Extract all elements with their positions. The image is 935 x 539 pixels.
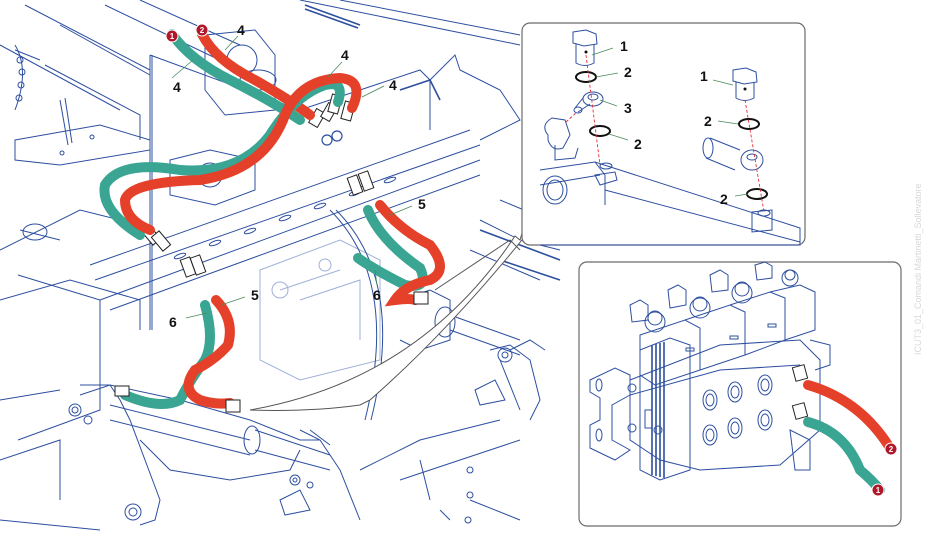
svg-text:2: 2 bbox=[200, 26, 205, 35]
label-bolt-left: 1 bbox=[620, 38, 628, 54]
fitting-lower-middle bbox=[225, 399, 241, 413]
valve-fitting-red bbox=[791, 364, 809, 382]
solenoid-coils bbox=[629, 261, 816, 386]
hose-5-red-right bbox=[375, 200, 445, 307]
hose-2-badge-main: 2 bbox=[195, 23, 209, 37]
label-bolt-right: 1 bbox=[700, 68, 708, 84]
washer-right-top bbox=[738, 118, 760, 130]
main-labels: 4 4 4 4 5 6 5 6 bbox=[169, 22, 426, 330]
label-banjo: 3 bbox=[624, 100, 632, 116]
hose-2-badge-valve: 2 bbox=[884, 442, 898, 456]
label-washer-right-top: 2 bbox=[704, 113, 712, 129]
label-washer-left-bottom: 2 bbox=[634, 136, 642, 152]
cylinder-detail-panel: 1 2 3 2 1 2 2 bbox=[521, 22, 806, 246]
hose-5-red-left bbox=[183, 295, 235, 409]
fitting-lower-left bbox=[114, 385, 130, 397]
label-5-right: 5 bbox=[418, 196, 426, 212]
valve-fitting-green bbox=[791, 402, 809, 420]
valve-detail-panel: 2 1 bbox=[578, 261, 902, 527]
bolt-left bbox=[572, 29, 598, 66]
label-6-left: 6 bbox=[169, 314, 177, 330]
label-washer-right-bottom: 2 bbox=[720, 191, 728, 207]
valve-hose-red bbox=[803, 380, 895, 453]
fitting-lower-right bbox=[413, 291, 429, 305]
svg-text:2: 2 bbox=[889, 445, 894, 454]
hose-6-green-left bbox=[120, 300, 215, 409]
hose-4-green-main bbox=[167, 29, 305, 125]
label-4-top-middle: 4 bbox=[237, 22, 245, 38]
valve-ports bbox=[702, 374, 773, 446]
hose-4-red-cross bbox=[119, 72, 362, 235]
banjo-right bbox=[702, 137, 764, 171]
label-4-top-left: 4 bbox=[173, 79, 181, 95]
callout-pointer bbox=[249, 229, 532, 411]
hose-1-badge-valve: 1 bbox=[871, 483, 885, 497]
fitting-cluster-top bbox=[307, 93, 356, 146]
figure-id-watermark: ICUT3_01_Comandi Martinetti_Sollevatore bbox=[913, 183, 923, 355]
valve-hose-green bbox=[803, 417, 885, 495]
washer-left-bottom bbox=[589, 125, 611, 137]
banjo-fitting bbox=[573, 91, 604, 114]
label-5-left: 5 bbox=[251, 287, 259, 303]
label-washer-left-top: 2 bbox=[624, 64, 632, 80]
svg-text:1: 1 bbox=[170, 32, 175, 41]
label-4-top-right-b: 4 bbox=[389, 77, 397, 93]
label-4-top-right-a: 4 bbox=[341, 47, 349, 63]
hose-1-badge-main: 1 bbox=[165, 29, 179, 43]
fitting-cluster-left bbox=[140, 224, 207, 278]
cylinder-detail-frame bbox=[521, 22, 806, 246]
fitting-cluster-right bbox=[346, 170, 375, 196]
hoses-main bbox=[99, 29, 445, 413]
main-frame-line-art bbox=[0, 0, 561, 531]
svg-text:1: 1 bbox=[876, 486, 881, 495]
label-6-right: 6 bbox=[373, 287, 381, 303]
